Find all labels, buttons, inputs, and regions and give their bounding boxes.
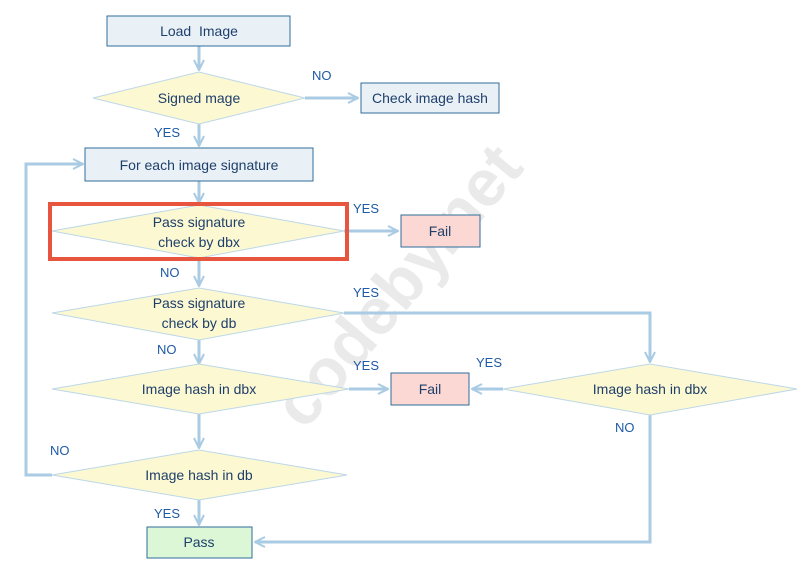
svg-text:Pass: Pass xyxy=(183,534,214,550)
label-signed-yes: YES xyxy=(154,125,180,140)
svg-text:check by db: check by db xyxy=(162,315,237,331)
edge-hash-dbx-right-no xyxy=(255,415,652,542)
label-hash-dbx-right-yes: YES xyxy=(476,355,502,370)
svg-text:Image hash in dbx: Image hash in dbx xyxy=(593,381,707,397)
label-hash-dbx-right-no: NO xyxy=(615,420,635,435)
node-fail-top: Fail xyxy=(400,214,481,248)
node-load-image: Load Image xyxy=(106,15,291,47)
edge-labels: NO YES YES NO YES NO YES YES NO NO YES xyxy=(50,68,635,521)
highlight-box xyxy=(48,202,349,261)
svg-text:Fail: Fail xyxy=(429,223,452,239)
label-hash-db-no: NO xyxy=(50,443,70,458)
label-db-no: NO xyxy=(157,342,177,357)
node-for-each-signature: For each image signature xyxy=(84,147,314,182)
label-hash-db-yes: YES xyxy=(154,506,180,521)
svg-text:Fail: Fail xyxy=(419,381,442,397)
node-check-image-hash: Check image hash xyxy=(360,82,500,114)
svg-text:Image hash in dbx: Image hash in dbx xyxy=(142,381,256,397)
node-pass-signature-dbx: Pass signature check by dbx xyxy=(51,204,345,259)
node-image-hash-dbx-left: Image hash in dbx xyxy=(51,363,350,415)
label-dbx-no: NO xyxy=(160,265,180,280)
svg-text:Pass signature: Pass signature xyxy=(153,214,246,230)
node-image-hash-db: Image hash in db xyxy=(51,449,348,501)
label-signed-no: NO xyxy=(312,68,332,83)
edge-db-yes xyxy=(344,311,650,362)
node-pass: Pass xyxy=(146,526,253,559)
svg-text:check by dbx: check by dbx xyxy=(158,234,240,250)
label-hash-dbx-left-yes: YES xyxy=(353,358,379,373)
svg-text:Image hash in db: Image hash in db xyxy=(145,467,253,483)
node-pass-signature-db: Pass signature check by db xyxy=(51,287,345,341)
edges xyxy=(24,46,652,542)
label-dbx-yes: YES xyxy=(353,201,379,216)
svg-text:Pass signature: Pass signature xyxy=(153,295,246,311)
svg-text:Signed mage: Signed mage xyxy=(158,90,241,106)
node-fail-mid: Fail xyxy=(390,372,470,406)
label-db-yes: YES xyxy=(353,285,379,300)
edge-hash-db-no-loop xyxy=(24,164,83,477)
svg-text:For each image signature: For each image signature xyxy=(120,157,279,173)
svg-text:Check image hash: Check image hash xyxy=(372,90,488,106)
node-image-hash-dbx-right: Image hash in dbx xyxy=(502,363,798,416)
svg-text:Load Image: Load Image xyxy=(160,23,238,39)
node-signed-image: Signed mage xyxy=(92,71,306,125)
